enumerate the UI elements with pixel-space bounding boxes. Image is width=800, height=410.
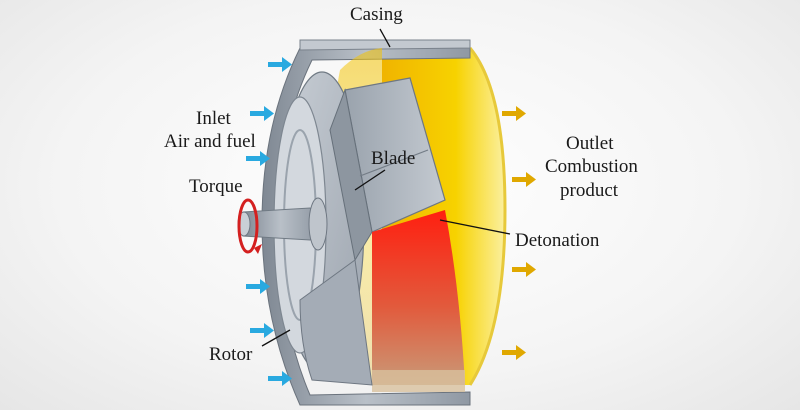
torque-icon [237,198,262,254]
inlet-arrows [246,57,292,386]
arrow-right-icon [250,323,274,338]
casing-top-band [299,39,471,51]
blade-divider [359,149,429,177]
leader-lines [261,28,511,347]
casing-label: Casing [350,4,403,25]
arrow-right-icon [502,106,526,121]
arrow-right-icon [502,345,526,360]
arrow-right-icon [250,106,274,121]
arrow-right-icon [512,172,536,187]
detonation-zone [372,210,465,385]
arrow-right-icon [268,371,292,386]
rotor-leader [261,329,291,347]
inlet-label: Inlet [196,108,231,129]
torque-label: Torque [189,176,243,197]
rotor-lower-segment [299,259,373,386]
outlet-arrows [502,106,536,360]
outlet-label: Outlet [566,133,614,154]
detonation-base [372,370,465,392]
air-and-fuel-label: Air and fuel [164,131,256,152]
arrow-right-icon [268,57,292,72]
product-label: product [560,180,619,201]
rotor-label: Rotor [209,344,253,365]
arrow-right-icon [512,262,536,277]
blade-leader [354,169,386,191]
casing-leader [379,28,391,48]
detonation-label: Detonation [515,230,600,251]
detonation-leader [439,219,511,235]
combustion-rim [468,47,507,386]
arrow-right-icon [246,151,270,166]
blade-label: Blade [371,148,416,169]
shaft-collar [308,197,328,251]
arrow-right-icon [246,279,270,294]
combustion-label: Combustion [545,156,638,177]
